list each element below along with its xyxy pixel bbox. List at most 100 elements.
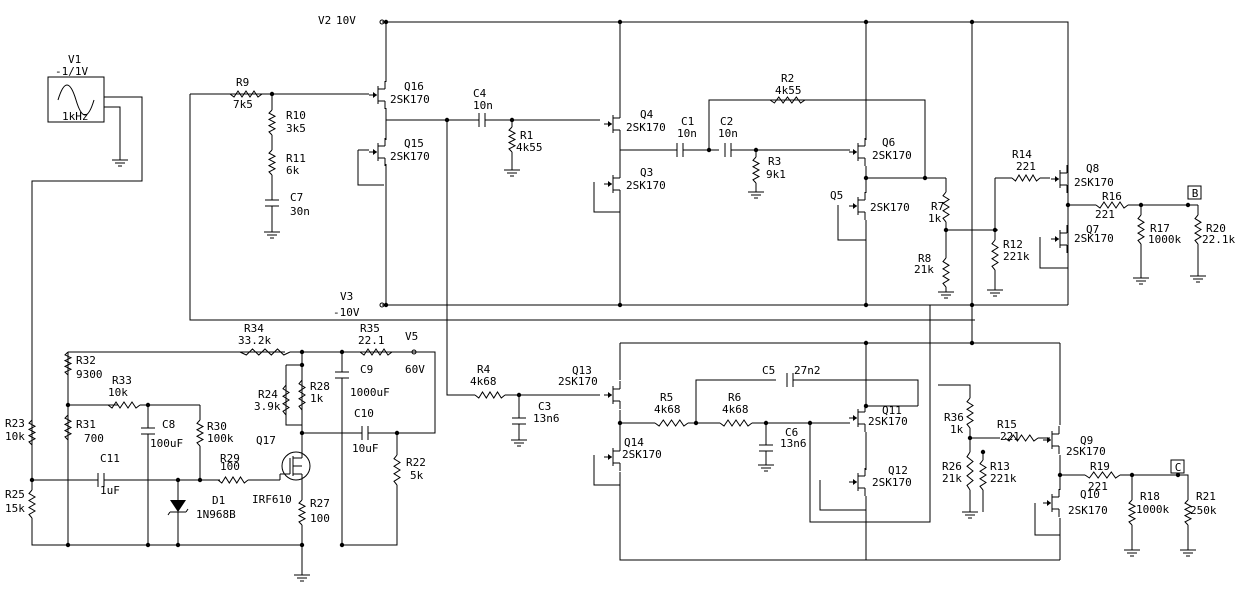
r15-ref-label: R15 <box>997 418 1017 431</box>
wire <box>809 305 931 523</box>
r17-ref-label: R17 <box>1150 222 1170 235</box>
r15-value-label: 221 <box>1000 430 1020 443</box>
ground-symbol <box>112 159 128 167</box>
r3-ref-label: R3 <box>768 155 781 168</box>
q11-ref-label: Q11 <box>882 404 902 417</box>
c3-ref-label: C3 <box>538 400 551 413</box>
c10-ref-label: C10 <box>354 407 374 420</box>
port-b-box <box>1187 185 1202 200</box>
r32-resistor <box>63 351 73 376</box>
q4-jfet <box>604 110 621 138</box>
r3-resistor <box>751 156 761 184</box>
r21-resistor <box>1183 499 1193 526</box>
r14-resistor <box>1011 174 1041 182</box>
r34-ref-label: R34 <box>244 322 264 335</box>
q16-ref-label: Q16 <box>404 80 424 93</box>
r26-ref-label: R26 <box>942 460 962 473</box>
q17-ref-label: Q17 <box>256 434 276 447</box>
wire <box>695 379 776 423</box>
v1-ref-label: V1 <box>68 53 81 66</box>
r3-value-label: 9k1 <box>766 168 786 181</box>
junction-dot <box>197 477 203 483</box>
wire <box>837 205 866 241</box>
v3-value-label: -10V <box>333 306 360 319</box>
r30-ref-label: R30 <box>207 420 227 433</box>
q3-value-label: 2SK170 <box>626 179 666 192</box>
q14-jfet <box>604 443 621 471</box>
junction-dot <box>863 175 869 181</box>
q14-ref-label: Q14 <box>624 436 644 449</box>
ground-symbol <box>938 291 954 299</box>
v1-value-label: -1/1V <box>55 65 88 78</box>
wire <box>368 351 436 434</box>
r17-resistor <box>1137 214 1145 245</box>
r6-resistor <box>719 419 753 427</box>
r9-ref-label: R9 <box>236 76 249 89</box>
r12-resistor <box>991 239 999 271</box>
d1-zener-diode <box>167 500 189 516</box>
wires <box>29 19 1199 575</box>
c6-capacitor <box>759 444 773 452</box>
c11-ref-label: C11 <box>100 452 120 465</box>
r26-value-label: 21k <box>942 472 962 485</box>
r24-value-label: 3.9k <box>254 400 281 413</box>
r2-resistor <box>769 96 806 104</box>
r28-resistor <box>298 379 306 411</box>
ground-symbol <box>748 191 764 199</box>
c3-capacitor <box>512 417 526 425</box>
c5-capacitor <box>786 373 794 387</box>
q4-value-label: 2SK170 <box>626 121 666 134</box>
r11-resistor <box>267 149 277 176</box>
wire <box>1039 237 1068 269</box>
r12-value-label: 221k <box>1003 250 1030 263</box>
r5-resistor <box>654 419 689 427</box>
c10-value-label: 10uF <box>352 442 379 455</box>
q7-value-label: 2SK170 <box>1074 232 1114 245</box>
q10-value-label: 2SK170 <box>1068 504 1108 517</box>
q8-value-label: 2SK170 <box>1074 176 1114 189</box>
wire <box>446 120 475 396</box>
r33-resistor <box>107 401 141 409</box>
q9-ref-label: Q9 <box>1080 434 1093 447</box>
r22-ref-label: R22 <box>406 456 426 469</box>
r16-resistor <box>1095 201 1129 209</box>
c9-capacitor <box>335 371 349 379</box>
r19-ref-label: R19 <box>1090 460 1110 473</box>
r13-ref-label: R13 <box>990 460 1010 473</box>
r20-resistor <box>1194 214 1202 245</box>
q5-jfet <box>849 192 866 220</box>
q3-jfet <box>604 170 621 198</box>
q7-jfet <box>1051 225 1068 253</box>
ground-symbol <box>987 289 1003 297</box>
r10-value-label: 3k5 <box>286 122 306 135</box>
q12-value-label: 2SK170 <box>872 476 912 489</box>
wire <box>793 379 919 406</box>
c7-ref-label: C7 <box>290 191 303 204</box>
q13-ref-label: Q13 <box>572 364 592 377</box>
c10-capacitor <box>361 426 369 440</box>
ground-symbol <box>1180 549 1196 557</box>
r33-value-label: 10k <box>108 386 128 399</box>
q10-ref-label: Q10 <box>1080 488 1100 501</box>
d1-ref-label: D1 <box>212 494 225 507</box>
q9-value-label: 2SK170 <box>1066 445 1106 458</box>
r16-ref-label: R16 <box>1102 190 1122 203</box>
q5-value-label: 2SK170 <box>870 201 910 214</box>
q8-jfet <box>1051 165 1068 193</box>
wire <box>104 106 121 160</box>
junction-dot <box>175 542 181 548</box>
q8-ref-label: Q8 <box>1086 162 1099 175</box>
ground-symbol <box>1133 277 1149 285</box>
wire <box>31 96 143 420</box>
ground-symbol <box>264 231 280 239</box>
q4-ref-label: Q4 <box>640 108 654 121</box>
r22-value-label: 5k <box>410 469 424 482</box>
c2-value-label: 10n <box>718 127 738 140</box>
r11-value-label: 6k <box>286 164 300 177</box>
r10-ref-label: R10 <box>286 109 306 122</box>
r9-resistor <box>229 90 263 98</box>
c4-ref-label: C4 <box>473 87 487 100</box>
ground-symbol <box>504 169 520 177</box>
r36-resistor <box>966 397 974 429</box>
